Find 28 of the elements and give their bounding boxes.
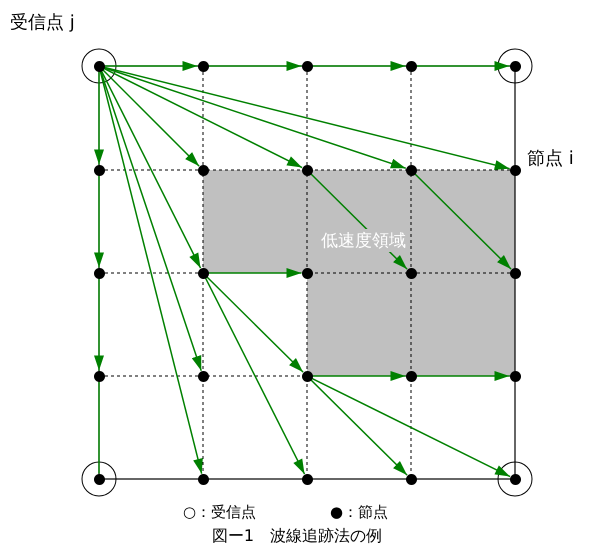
ray-arrow <box>104 61 198 71</box>
caption: 図ー1 波線追跡法の例 <box>212 526 382 545</box>
ray-arrow <box>312 61 406 71</box>
ray-arrow <box>104 67 406 169</box>
legend-entry: ●：節点 <box>330 503 388 522</box>
node-label: 節点 i <box>527 147 574 170</box>
ray-arrow <box>94 278 104 370</box>
ray-arrow <box>204 278 306 474</box>
ray-arrow <box>100 70 202 372</box>
legend-entry: ○：受信点 <box>183 503 256 522</box>
ray-arrow <box>310 379 408 476</box>
ray-arrow <box>104 68 302 168</box>
ray-arrow <box>312 371 406 381</box>
ray-arrow <box>100 71 203 474</box>
ray-arrow <box>416 371 510 381</box>
ray-arrow <box>416 61 510 71</box>
ray-arrow <box>94 176 104 268</box>
ray-arrow <box>208 61 302 71</box>
ray-arrow <box>208 268 302 278</box>
node-label: 受信点 j <box>10 11 75 34</box>
ray-arrow <box>414 173 512 270</box>
ray-arrow <box>206 276 304 373</box>
ray-arrow <box>104 66 510 170</box>
ray-arrow <box>100 70 202 268</box>
region-label: 低速度領域 <box>319 229 408 252</box>
ray-arrow <box>102 69 200 167</box>
ray-arrow <box>94 72 104 164</box>
ray-arrow <box>312 378 510 478</box>
